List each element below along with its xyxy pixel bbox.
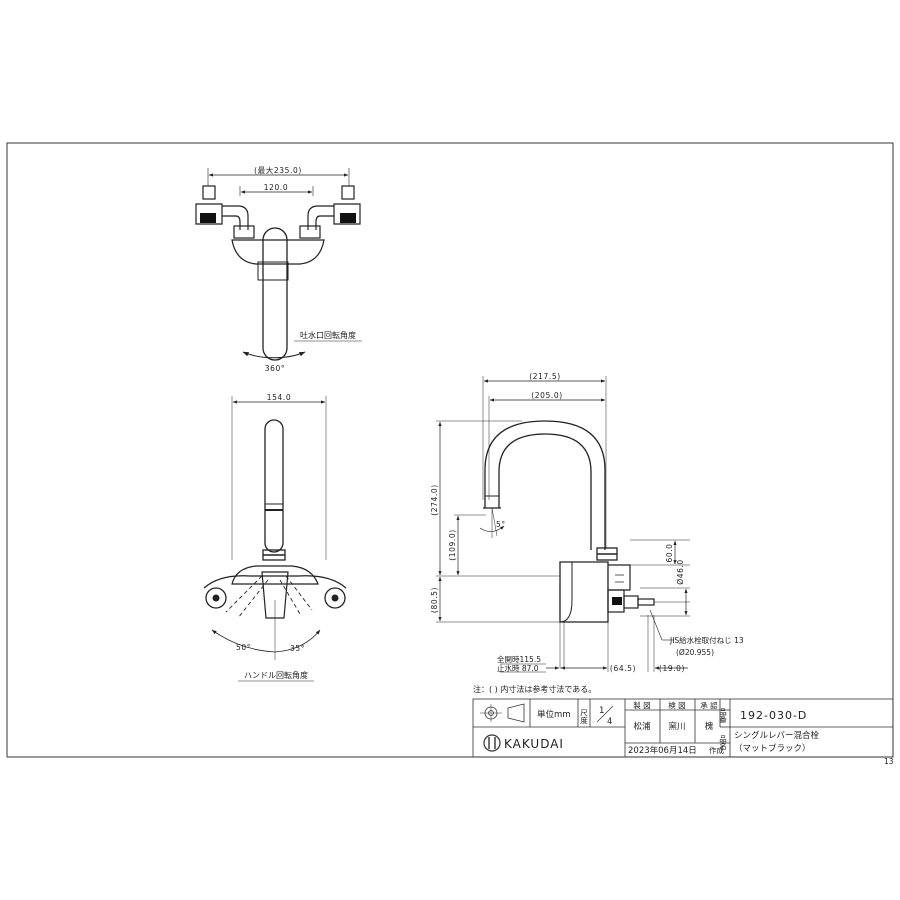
product-name-label: 品名 [719, 735, 728, 752]
handle-angle-right: 35° [290, 644, 305, 653]
height-spout-dim: (109.0) [448, 529, 457, 561]
unit-label: 単位mm [537, 709, 571, 720]
drawing-frame [6, 142, 894, 758]
side-view [436, 376, 690, 673]
name-approver: 槐 [705, 721, 714, 732]
height-body-dim: (80.5) [430, 587, 439, 613]
max-open-dim: 全開時115.5 [497, 654, 541, 664]
thread-label: JIS給水栓取付ねじ 13 [669, 635, 744, 645]
product-name: シングルレバー混合栓 [734, 730, 820, 741]
name-checker: 窯川 [668, 721, 685, 732]
spout-rotation-angle: 360° [265, 364, 285, 373]
scale-numerator: 1 [599, 706, 604, 716]
reach-inner-dim: (205.0) [531, 391, 563, 400]
scale-label: 尺度 [579, 709, 588, 726]
name-drafter: 松浦 [633, 721, 651, 732]
title-block [472, 698, 894, 758]
dim-60: 60.0 [665, 543, 674, 562]
top-view [195, 168, 362, 361]
dim-19: (19.0) [659, 664, 685, 673]
reach-outer-dim: (217.5) [529, 372, 561, 381]
handle-angle-left: 50° [236, 643, 251, 652]
spout-rotation-label: 吐水口回転角度 [300, 330, 356, 340]
header-checker: 検 図 [668, 700, 685, 710]
corner-mark: 13 [884, 757, 894, 766]
part-number-label: 品番 [718, 708, 727, 725]
top-overall-dim: (最大235.0) [254, 165, 302, 175]
date-suffix: 作成 [709, 745, 724, 755]
thread-size: (Ø20.955) [676, 648, 714, 657]
front-width-dim: 154.0 [267, 393, 291, 402]
scale-denominator: 4 [607, 717, 612, 727]
top-center-dim: 120.0 [264, 183, 288, 192]
handle-rotation-label: ハンドル回転角度 [244, 670, 308, 680]
spout-tilt-angle: 5° [496, 520, 506, 529]
closed-dim: 止水時 87.0 [497, 663, 539, 673]
height-total-dim: (274.0) [430, 484, 439, 516]
reference-note: 注：( ) 内寸法は参考寸法である。 [473, 684, 596, 694]
header-approver: 承 認 [700, 700, 718, 710]
product-sub: （マットブラック） [734, 743, 811, 754]
part-number: 192-030-D [740, 709, 807, 722]
dim-64-5: (64.5) [610, 664, 636, 673]
header-drafter: 製 図 [633, 700, 650, 710]
drawing-date: 2023年06月14日 [628, 745, 697, 756]
dim-46: Ø46.0 [676, 559, 685, 585]
front-view [203, 396, 347, 660]
brand-name: KAKUDAI [504, 737, 564, 751]
